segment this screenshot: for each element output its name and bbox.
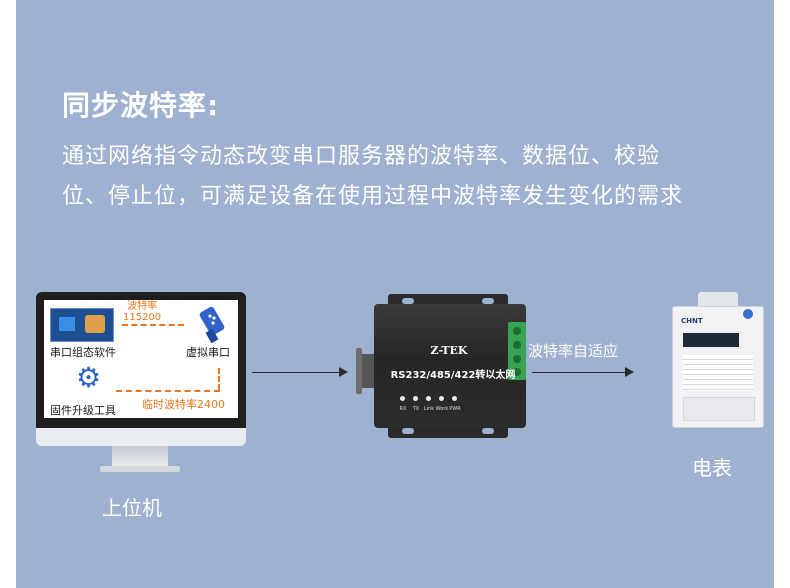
section-heading: 同步波特率: <box>62 89 220 122</box>
baud-dashed-line <box>122 324 184 326</box>
led-label-link: Link <box>423 406 435 412</box>
device-brand: Z-TEK <box>430 344 468 357</box>
meter-knob <box>743 309 753 319</box>
meter-logo: CHNT <box>681 317 703 325</box>
monitor-chin <box>36 428 246 446</box>
electricity-meter: CHNT <box>672 306 764 428</box>
host-pc-caption: 上位机 <box>102 496 162 520</box>
terminal-block <box>508 322 526 380</box>
temp-baud-dashed-horizontal <box>116 390 220 392</box>
virtual-serial-label: 虚拟串口 <box>186 346 230 359</box>
led-label-rx: RX <box>399 406 407 412</box>
meter-top <box>698 292 738 306</box>
baud-adaptive-label: 波特率自适应 <box>528 342 619 360</box>
led-rx <box>400 396 405 401</box>
gear-icon: ⚙ <box>76 361 102 394</box>
monitor-screen: 波特率 115200 串口组态软件 虚拟串口 ⚙ 临时波特率2400 固件升级工… <box>44 300 238 418</box>
temp-baud-label: 临时波特率2400 <box>142 398 225 411</box>
meter-display <box>683 333 739 347</box>
meter-label-plate <box>683 355 753 391</box>
device-model: RS232/485/422转以太网 <box>390 370 516 381</box>
temp-baud-dashed-vertical <box>218 368 220 390</box>
led-label-tx: TX <box>412 406 420 412</box>
config-software-label: 串口组态软件 <box>50 346 116 359</box>
page-panel: 同步波特率: 通过网络指令动态改变串口服务器的波特率、数据位、校验 位、停止位，… <box>16 0 774 588</box>
description-line-2: 位、停止位，可满足设备在使用过程中波特率发生变化的需求 <box>62 184 684 209</box>
baud-rate-title: 波特率 <box>127 301 158 312</box>
baud-rate-value: 115200 <box>123 312 162 323</box>
monitor-stand <box>112 446 168 468</box>
serial-connector-icon <box>199 306 225 344</box>
led-label-pwr: PWR <box>449 406 461 412</box>
monitor-foot <box>100 466 180 472</box>
arrow-pc-to-device <box>252 367 348 377</box>
led-pwr <box>452 396 457 401</box>
software-window-thumbnail <box>50 308 114 342</box>
meter-caption: 电表 <box>692 456 732 480</box>
monitor: 波特率 115200 串口组态软件 虚拟串口 ⚙ 临时波特率2400 固件升级工… <box>36 292 246 438</box>
meter-terminal-cover <box>683 397 755 421</box>
led-tx <box>413 396 418 401</box>
led-label-work: Work <box>435 406 449 412</box>
arrow-device-to-meter <box>532 367 634 377</box>
serial-device-server <box>374 304 526 428</box>
baud-rate-label: 波特率 115200 <box>123 301 161 323</box>
db9-port <box>356 348 378 394</box>
firmware-tool-label: 固件升级工具 <box>50 404 116 417</box>
description-line-1: 通过网络指令动态改变串口服务器的波特率、数据位、校验 <box>62 144 661 169</box>
led-work <box>439 396 444 401</box>
led-link <box>426 396 431 401</box>
